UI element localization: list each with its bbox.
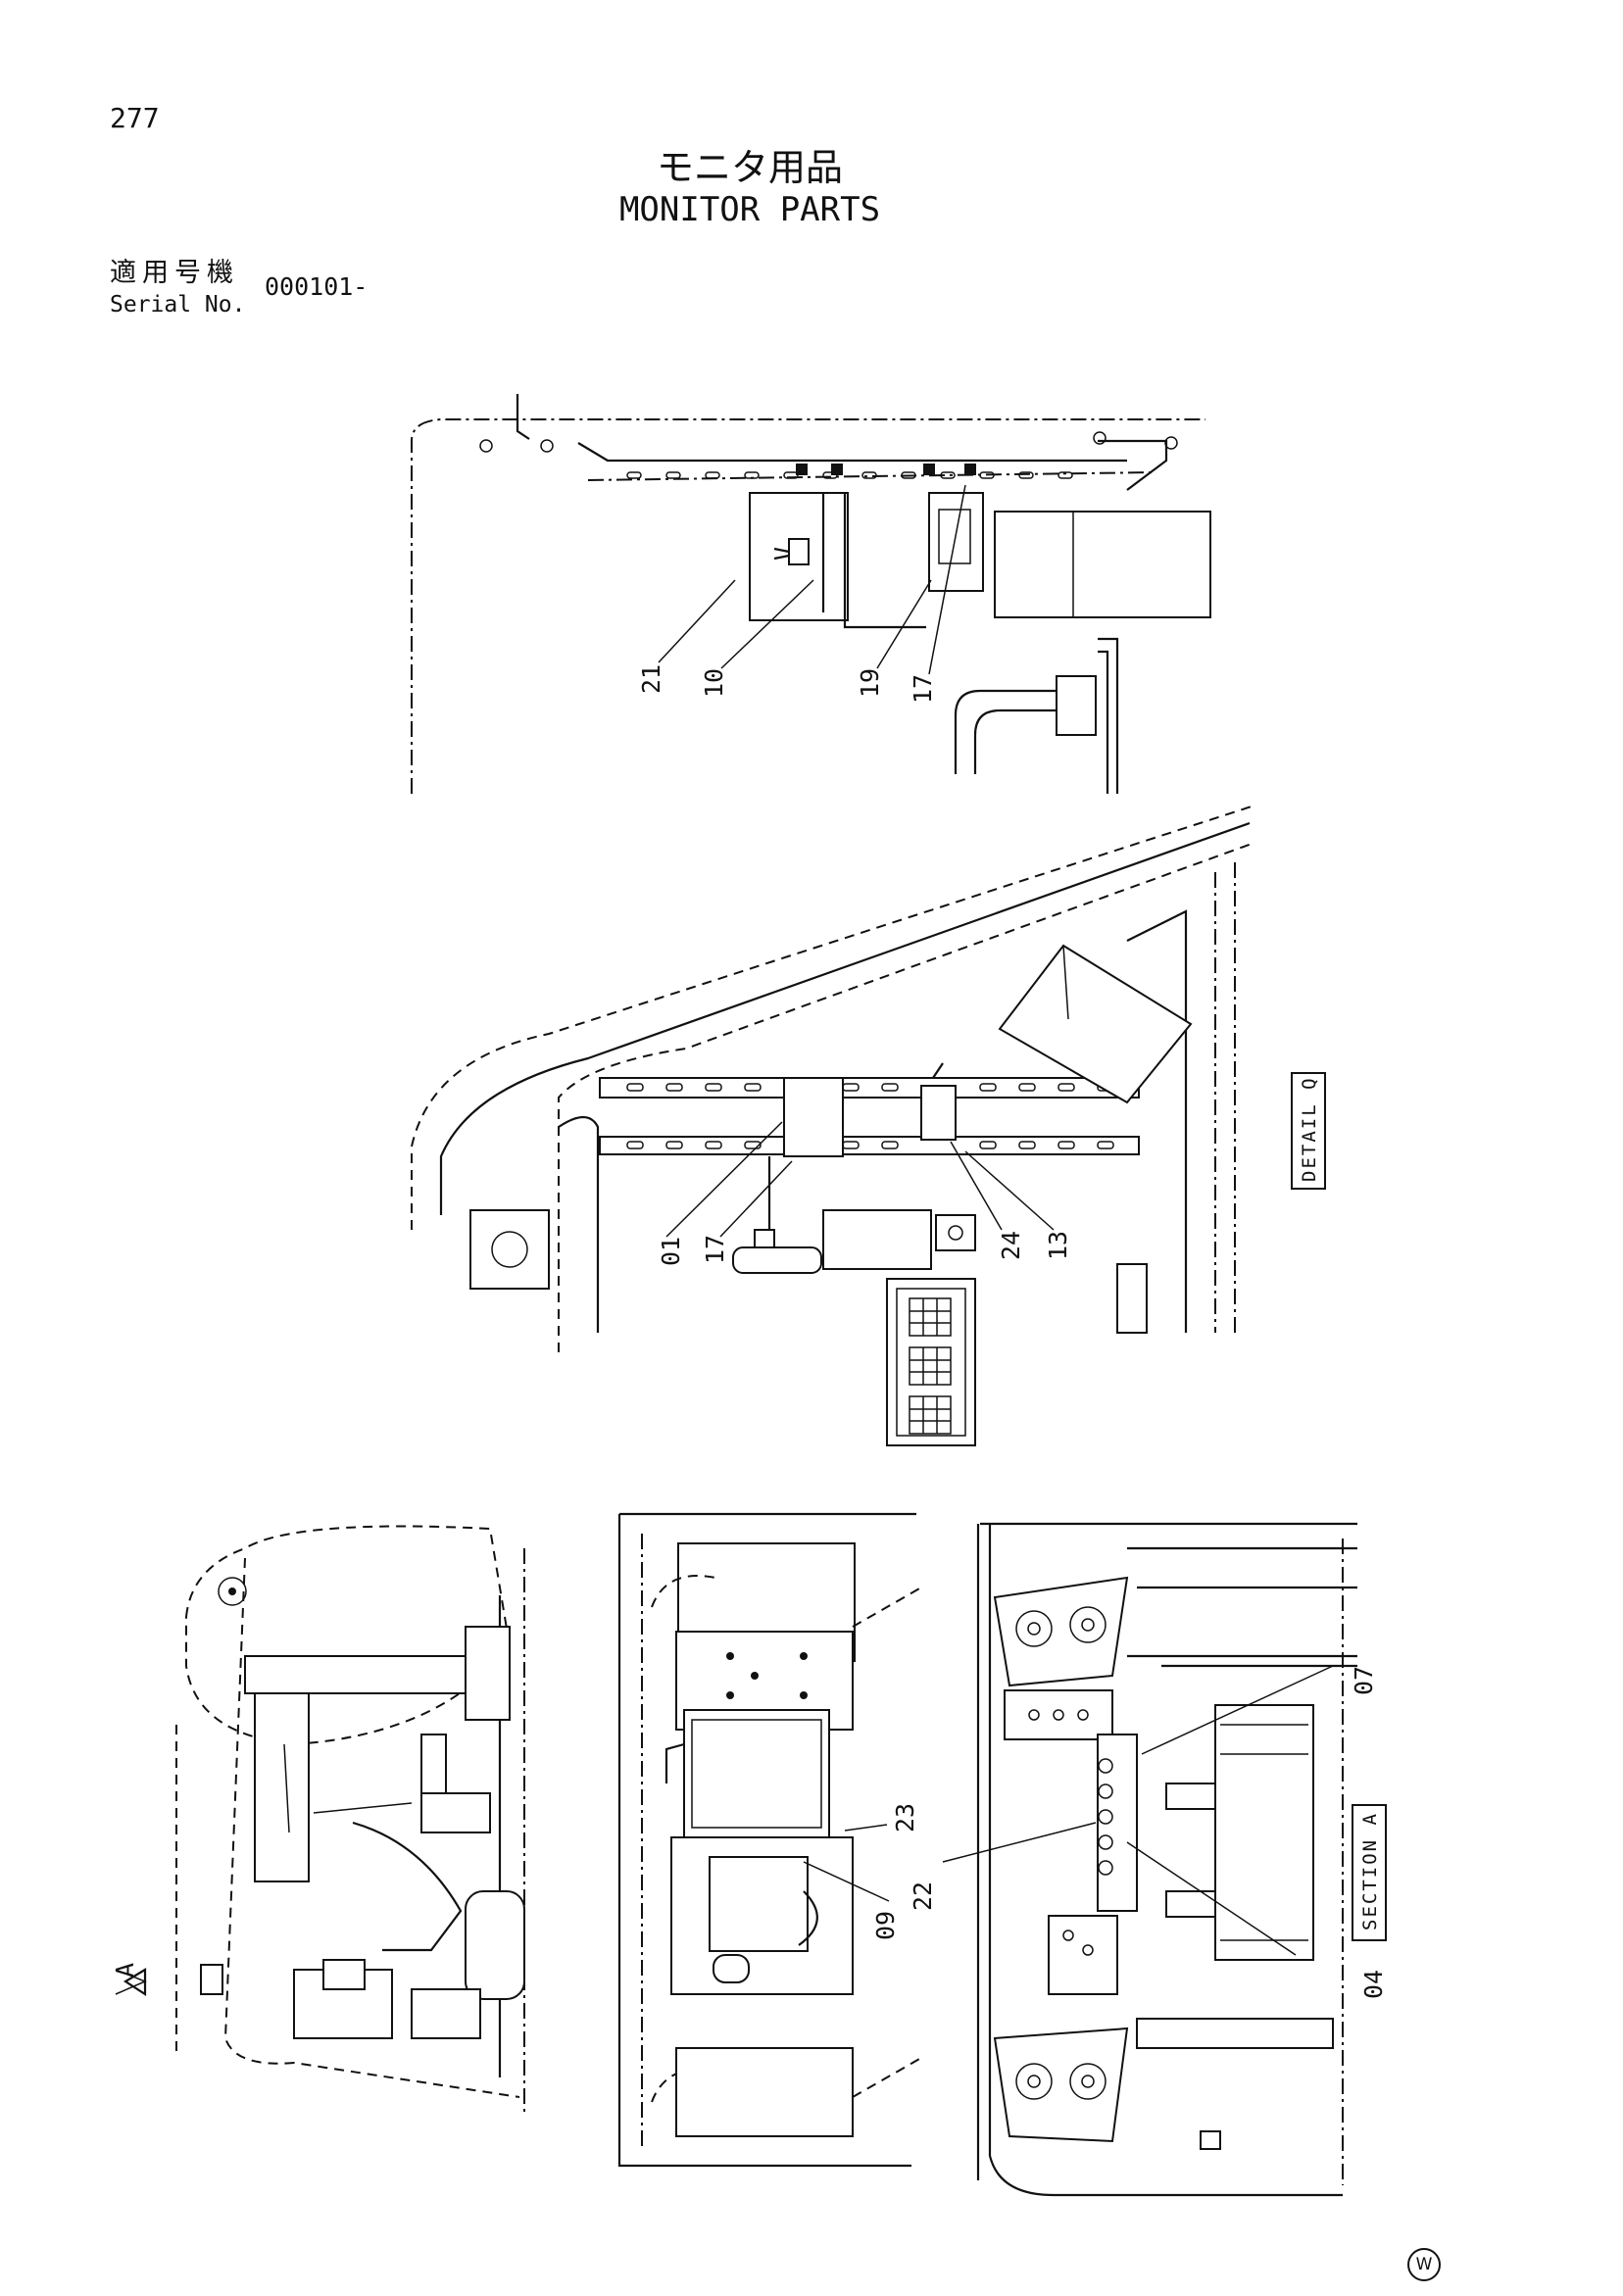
section-a-marker: A — [111, 1963, 139, 1978]
callout-23: 23 — [891, 1803, 919, 1832]
top-view-drawing — [411, 394, 1211, 794]
detail-q-drawing — [411, 805, 1326, 1446]
monitor-panel-drawing — [617, 1512, 922, 2168]
callout-01: 01 — [657, 1237, 685, 1266]
callout-09: 09 — [871, 1911, 900, 1940]
serial-label-japanese: 適用号機 — [110, 258, 239, 288]
callout-13: 13 — [1044, 1231, 1072, 1260]
section-a-label: SECTION A — [1359, 1812, 1381, 1930]
page-title-japanese: モニタ用品 — [656, 146, 843, 189]
page-title: MONITOR PARTS — [618, 190, 881, 229]
page-number: 277 — [110, 102, 160, 134]
callout-21: 21 — [637, 664, 665, 694]
callout-04: 04 — [1359, 1970, 1388, 1999]
callout-17-detail: 17 — [701, 1235, 729, 1264]
callout-19: 19 — [856, 668, 884, 698]
callout-22: 22 — [909, 1881, 937, 1911]
callout-10: 10 — [700, 668, 728, 698]
detail-q-label: DETAIL Q — [1299, 1076, 1320, 1182]
section-a-drawing — [942, 1522, 1387, 2197]
serial-value: 000101- — [265, 272, 369, 301]
cab-overview-drawing — [115, 1525, 525, 2117]
callout-07: 07 — [1350, 1666, 1378, 1695]
watermark-stamp: W — [1407, 2248, 1441, 2281]
callout-24: 24 — [997, 1231, 1025, 1260]
serial-label: Serial No. — [110, 292, 246, 318]
callout-17-top: 17 — [909, 674, 937, 704]
